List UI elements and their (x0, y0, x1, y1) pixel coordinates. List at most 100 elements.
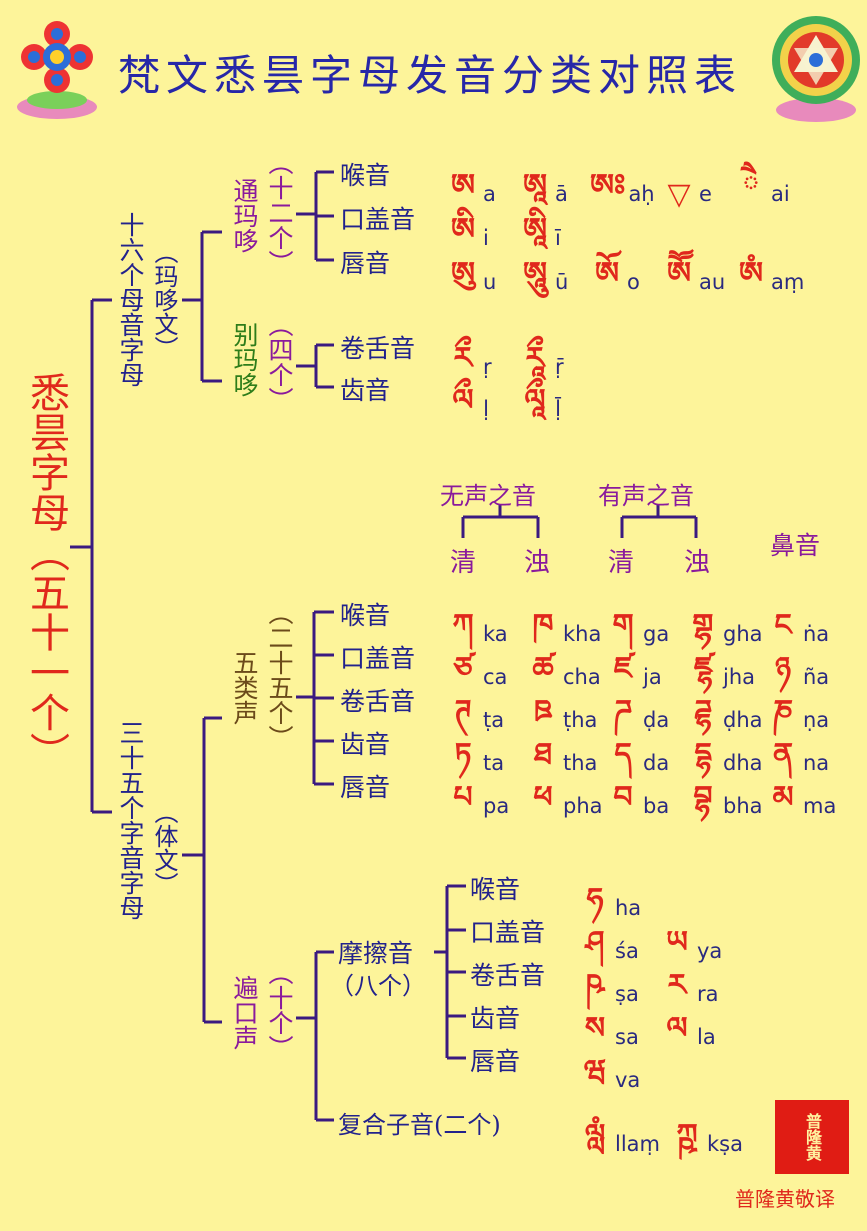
letter-cell: ཨཾaṃ (734, 240, 806, 324)
header-zhuo-2: 浊 (684, 548, 711, 578)
siddham-glyph: ཨུ (450, 256, 476, 291)
letter-cell: ཨིi (446, 196, 518, 280)
wulei-row-label: 喉音 (340, 601, 391, 630)
vowels-label: 十六个母音字母 (116, 212, 145, 387)
wulei-row-label: 齿音 (340, 730, 391, 759)
romanization: pa (483, 794, 510, 818)
letter-cell: རྀṛ (446, 325, 518, 409)
siddham-glyph: ཚ (532, 651, 554, 686)
letter-cell: རཱྀṝ (518, 325, 590, 409)
romanization: ba (643, 794, 670, 818)
compound-label: 复合子音(二个) (338, 1111, 501, 1139)
siddham-glyph: རཱྀ (525, 341, 545, 376)
letter-cell: གྷgha (686, 592, 766, 676)
siddham-glyph: བ (613, 780, 633, 815)
romanization: au (699, 270, 726, 294)
siddham-glyph: ཐ (533, 737, 553, 772)
letter-cell: བ ba (606, 764, 686, 848)
romanization: ā (555, 182, 568, 206)
romanization: i (483, 226, 489, 250)
siddham-glyph: ཕ (533, 780, 553, 815)
siddham-glyph: མ (772, 780, 794, 815)
siddham-glyph: ཤ (585, 925, 605, 960)
fricative-row-label: 口盖音 (470, 918, 546, 947)
tongmaduo-row-label: 口盖音 (340, 205, 416, 234)
siddham-glyph: ག (612, 608, 634, 643)
fricative-row-label: 齿音 (470, 1004, 521, 1033)
fricative-row-label: 唇音 (470, 1047, 521, 1076)
siddham-glyph: ཨ (450, 168, 476, 203)
romanization: ṅa (803, 622, 830, 646)
letter-cell: ཻ ai (734, 152, 806, 236)
root-title: 悉昙字母 (23, 372, 69, 532)
consonants-alias: （体文） (150, 800, 178, 896)
siddham-glyph: ཎ (772, 694, 793, 729)
siddham-glyph: ཀ (452, 608, 474, 643)
letter-cell: ཛྷjha (686, 635, 766, 719)
letter-cell: ཐ tha (526, 721, 606, 805)
siddham-glyph: རྀ (453, 341, 473, 376)
biemaduo-row-label: 卷舌音 (340, 334, 416, 363)
header-nasal: 鼻音 (770, 531, 821, 560)
romanization: aḥ (628, 182, 655, 206)
siddham-glyph: ཻ (742, 168, 760, 203)
siddham-glyph: ཨོ (594, 256, 620, 291)
wulei-row-label: 卷舌音 (340, 687, 416, 716)
siddham-glyph: ཌ (614, 694, 632, 729)
seal-text: 普隆黄 (803, 1113, 822, 1161)
romanization: ḹ (555, 397, 562, 421)
romanization: ai (771, 182, 790, 206)
siddham-glyph: ཙ (453, 651, 473, 686)
letter-cell: ལྀḷ (446, 367, 518, 451)
fricative-row-label: 卷舌音 (470, 961, 546, 990)
wulei-count: （二十五个） (265, 600, 294, 750)
letter-cell: དྷdha (686, 721, 766, 805)
romanization: ta (483, 751, 505, 775)
romanization: tha (563, 751, 598, 775)
romanization: sa (615, 1025, 639, 1049)
siddham-glyph: ལྀ (452, 383, 474, 418)
letter-cell: ང ṅa (766, 592, 846, 676)
romanization: o (627, 270, 640, 294)
letter-cell: ཨཱིī (518, 196, 590, 280)
romanization: ka (483, 622, 508, 646)
tongmaduo-row-label: 唇音 (340, 249, 391, 278)
siddham-glyph: ང (774, 608, 792, 643)
siddham-glyph: ཛ (613, 651, 633, 686)
romanization: ū (555, 270, 569, 294)
credit: 普隆黄敬译 (735, 1187, 835, 1211)
siddham-glyph: ཏ (454, 737, 472, 772)
wulei-row-label: 唇音 (340, 773, 391, 802)
romanization: jha (723, 665, 756, 689)
fricative-label: 摩擦音 (338, 939, 414, 968)
romanization: ga (643, 622, 670, 646)
siddham-glyph: ཊ (454, 694, 472, 729)
siddham-glyph: ས (584, 1011, 606, 1046)
romanization: ra (697, 982, 719, 1006)
